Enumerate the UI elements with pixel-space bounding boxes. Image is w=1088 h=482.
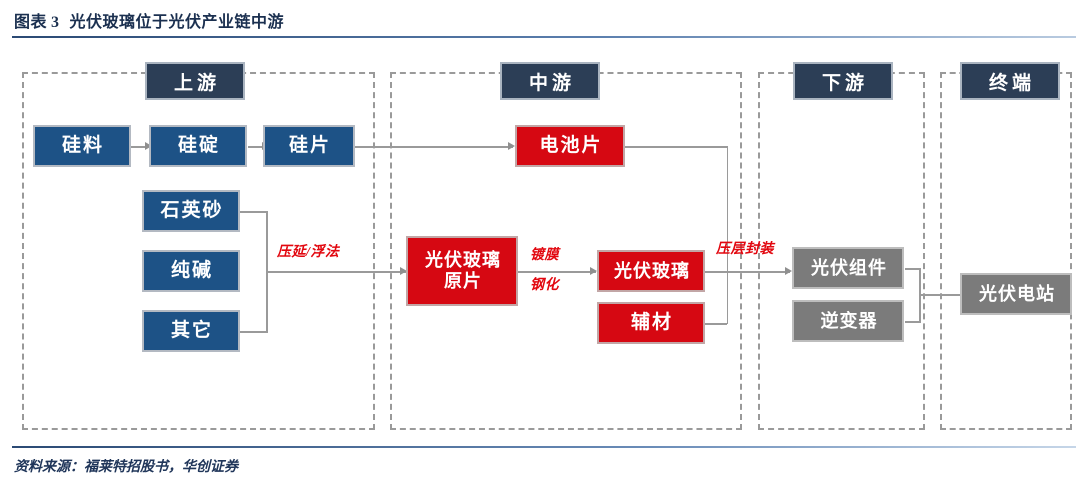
- process-label-coating: 镀膜: [530, 248, 559, 263]
- connector-module-right: [905, 268, 921, 270]
- figure-number: 3: [51, 14, 60, 31]
- process-label-lamination: 压层封装: [716, 242, 774, 257]
- node-pv-glass[interactable]: 光伏玻璃: [597, 250, 705, 292]
- connector-solar-cell-right: [625, 146, 728, 148]
- connector-inverter-right: [905, 321, 921, 323]
- process-label-tempering: 钢化: [530, 278, 559, 293]
- connector-silicon-ingot-to-wafer: [248, 146, 265, 148]
- connector-aux-up: [726, 271, 728, 324]
- node-others[interactable]: 其它: [142, 310, 240, 352]
- node-pv-module[interactable]: 光伏组件: [792, 247, 904, 289]
- figure-label: 图表: [14, 14, 48, 31]
- node-aux-material[interactable]: 辅材: [597, 302, 705, 344]
- node-soda-ash[interactable]: 纯碱: [142, 250, 240, 292]
- connector-glass-raw-to-pv-glass: [518, 271, 596, 273]
- stage-header-upstream: 上游: [145, 62, 245, 100]
- stage-header-midstream: 中游: [500, 62, 600, 100]
- connector-silicon-material-to-ingot: [131, 146, 148, 148]
- connector-pv-glass-to-module: [705, 271, 790, 273]
- node-quartz-sand[interactable]: 石英砂: [142, 190, 240, 232]
- node-pv-glass-raw-sheet-line1: 光伏玻璃: [425, 250, 501, 271]
- connector-solar-cell-down: [726, 146, 728, 271]
- node-silicon-material[interactable]: 硅料: [33, 125, 131, 167]
- arrow-wafer-to-solar-cell: [508, 141, 515, 150]
- arrow-to-pv-module: [785, 266, 792, 275]
- process-label-rolling-float: 压延/浮法: [277, 245, 340, 260]
- node-pv-glass-raw-sheet[interactable]: 光伏玻璃 原片: [406, 236, 518, 306]
- node-pv-glass-raw-sheet-line2: 原片: [444, 271, 482, 291]
- figure-title-text: 光伏玻璃位于光伏产业链中游: [69, 14, 285, 31]
- node-silicon-ingot[interactable]: 硅碇: [149, 125, 247, 167]
- arrow-raw-to-glass-raw: [400, 266, 407, 275]
- connector-raw-bracket-to-glass-raw: [266, 271, 406, 273]
- node-pv-power-station[interactable]: 光伏电站: [960, 273, 1072, 315]
- node-inverter[interactable]: 逆变器: [792, 300, 904, 342]
- source-note: 资料来源：福莱特招股书，华创证券: [14, 460, 238, 475]
- connector-aux-right: [705, 323, 727, 325]
- node-silicon-wafer[interactable]: 硅片: [263, 125, 355, 167]
- region-terminal: [940, 72, 1072, 430]
- connector-others-stub: [240, 331, 268, 333]
- connector-wafer-to-solar-cell: [355, 146, 513, 148]
- arrow-silicon-material-to-ingot: [145, 141, 152, 150]
- connector-quartz-sand-stub: [240, 211, 268, 213]
- stage-header-terminal: 终端: [960, 62, 1060, 100]
- connector-merge-to-power-station: [919, 294, 962, 296]
- title-divider: [12, 36, 1076, 38]
- stage-header-downstream: 下游: [793, 62, 893, 100]
- node-solar-cell[interactable]: 电池片: [515, 125, 625, 167]
- arrow-glass-raw-to-pv-glass: [590, 266, 597, 275]
- footer-divider: [12, 446, 1076, 448]
